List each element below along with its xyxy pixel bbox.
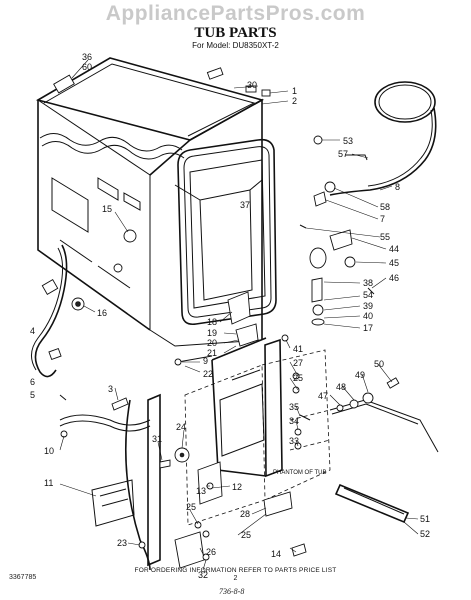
callout: 12	[232, 482, 242, 492]
callout: 34	[289, 416, 299, 426]
linkage-rod	[329, 399, 439, 453]
callout: 40	[363, 311, 373, 321]
inlet-hose	[329, 81, 437, 196]
door-frame	[211, 337, 283, 478]
hinge-assembly	[59, 393, 161, 571]
callout: 2	[292, 96, 297, 106]
callout: 1	[292, 86, 297, 96]
callout: 9	[203, 356, 208, 366]
lower-rack-rail	[334, 483, 410, 524]
callout: 57	[338, 149, 348, 159]
callout: 14	[271, 549, 281, 559]
callout: 30	[247, 80, 257, 90]
callout: 46	[389, 273, 399, 283]
callout: 25	[241, 530, 251, 540]
callout: 28	[240, 509, 250, 519]
callout: 20	[207, 338, 217, 348]
callout: 36	[82, 52, 92, 62]
callout-labels: 36 60 30 1 2 53 57 8 58 7 55 37 15 44 45…	[30, 52, 430, 580]
page-number: 2	[233, 575, 238, 582]
phantom-label: PHANTOM OF TUB	[273, 470, 326, 476]
model-line: For Model: DU8350XT-2	[192, 41, 279, 50]
callout: 25	[186, 502, 196, 512]
callout: 4	[30, 326, 35, 336]
callout: 51	[420, 514, 430, 524]
callout: 31	[152, 434, 162, 444]
callout: 38	[363, 278, 373, 288]
callout: 44	[389, 244, 399, 254]
ordering-note: FOR ORDERING INFORMATION REFER TO PARTS …	[134, 567, 337, 574]
watermark: AppliancePartsPros.com	[105, 2, 366, 25]
callout: 58	[380, 202, 390, 212]
callout: 13	[196, 486, 206, 496]
callout: 25	[293, 373, 303, 383]
callout: 6	[30, 377, 35, 387]
callout: 27	[293, 358, 303, 368]
callout: 24	[176, 422, 186, 432]
callout: 53	[343, 136, 353, 146]
callout: 33	[289, 436, 299, 446]
callout: 55	[380, 232, 390, 242]
callout: 3	[108, 384, 113, 394]
callout: 50	[374, 359, 384, 369]
callout: 18	[207, 317, 217, 327]
callout: 15	[102, 204, 112, 214]
door-gasket	[177, 138, 277, 326]
callout: 26	[206, 547, 216, 557]
document-code: 3367785	[9, 574, 37, 581]
small-parts	[53, 67, 400, 569]
callout: 48	[336, 382, 346, 392]
callout: 19	[207, 328, 217, 338]
callout: 52	[420, 529, 430, 539]
callout: 7	[380, 214, 385, 224]
callout: 5	[30, 390, 35, 400]
callout: 16	[97, 308, 107, 318]
callout: 8	[395, 182, 400, 192]
callout: 32	[198, 570, 208, 580]
callout: 23	[117, 538, 127, 548]
callout: 22	[203, 369, 213, 379]
page-title: TUB PARTS	[194, 25, 277, 41]
callout: 41	[293, 344, 303, 354]
tub-interior	[174, 179, 263, 301]
callout: 21	[207, 348, 217, 358]
callout: 39	[363, 301, 373, 311]
callout: 11	[44, 478, 53, 488]
callout: 17	[363, 323, 373, 333]
callout: 47	[318, 391, 328, 401]
drain-hose	[31, 244, 68, 378]
callout: 49	[355, 370, 365, 380]
tub-body	[35, 57, 265, 347]
callout: 60	[82, 62, 92, 72]
date-mark: 736-8-8	[219, 587, 245, 596]
callout: 35	[289, 402, 299, 412]
callout: 54	[363, 290, 373, 300]
leader-lines	[59, 59, 419, 571]
callout: 37	[240, 200, 250, 210]
callout: 45	[389, 258, 399, 268]
callout: 10	[44, 446, 54, 456]
